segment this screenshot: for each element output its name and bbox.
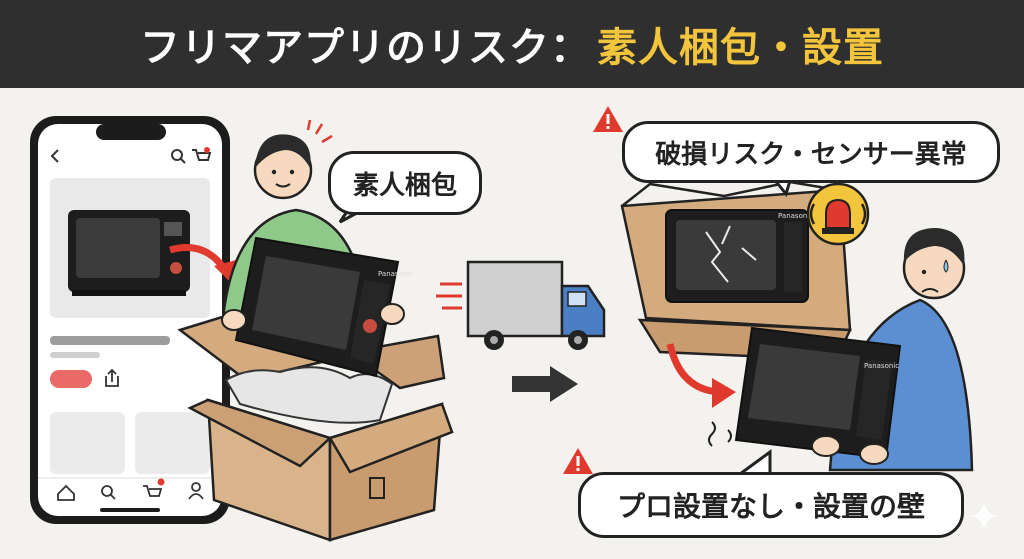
speech-bubble-packing: 素人梱包 (328, 151, 482, 215)
product-microwave (68, 210, 190, 296)
listing-card[interactable] (135, 412, 210, 474)
phone-mockup (30, 116, 230, 524)
title-banner: フリマアプリのリスク： 素人梱包・設置 (0, 0, 1024, 88)
cart-icon[interactable] (192, 147, 212, 161)
speech-bubble-risk: 破損リスク・センサー異常 (622, 121, 1000, 183)
crack-lines (705, 225, 757, 283)
share-icon[interactable] (105, 368, 119, 387)
brand-logo: Panasonic (378, 270, 413, 278)
cart-badge (204, 147, 210, 153)
brand-logo: Panasonic (778, 212, 813, 220)
strain-lines (708, 421, 732, 447)
product-subtitle-placeholder (50, 352, 100, 358)
alarm-icon (806, 182, 870, 246)
microwave-heavy: Panasonic (734, 326, 902, 460)
cart-icon[interactable] (143, 478, 165, 497)
arrow-right-icon (512, 366, 578, 402)
phone-notch (96, 124, 166, 140)
truck-icon (436, 260, 606, 350)
search-icon[interactable] (171, 149, 186, 164)
warning-icon (563, 448, 593, 474)
sparkle-icon (970, 502, 998, 530)
buy-button[interactable] (50, 370, 92, 388)
title-accent: 素人梱包・設置 (597, 25, 884, 71)
damaged-package: Panasonic (620, 180, 852, 362)
listing-card[interactable] (50, 412, 125, 474)
home-icon[interactable] (57, 484, 75, 501)
title-main: フリマアプリのリスク： (140, 25, 591, 71)
microwave-packing: Panasonic (234, 236, 413, 378)
search-icon[interactable] (101, 485, 116, 500)
back-arrow-icon[interactable] (50, 149, 59, 163)
product-title-placeholder (50, 336, 170, 345)
speech-bubble-installation: プロ設置なし・設置の壁 (578, 472, 964, 538)
alert-lines (306, 119, 333, 144)
warning-icon (593, 106, 623, 132)
brand-logo: Panasonic (864, 362, 899, 370)
user-icon[interactable] (188, 482, 204, 500)
